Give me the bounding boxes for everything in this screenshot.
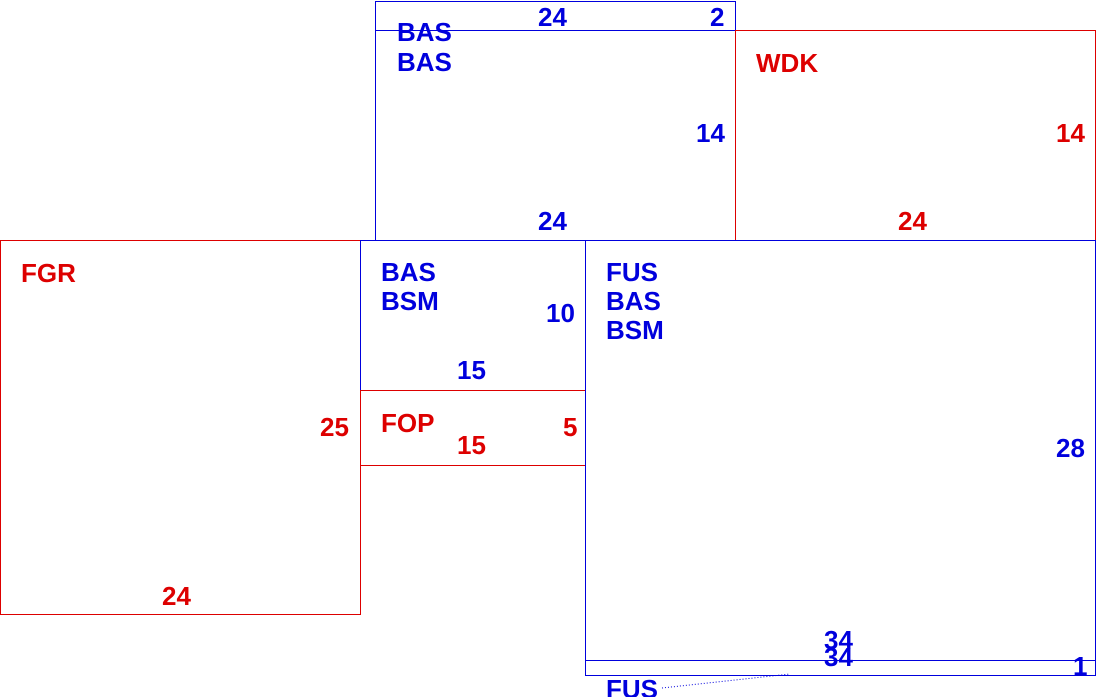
block-fus-strip: [585, 660, 1096, 676]
block-fop-height: 5: [563, 412, 578, 442]
block-bas-bsm-height: 10: [546, 298, 575, 328]
block-bas-bsm-label-2: BSM: [381, 286, 439, 316]
block-bas-bas-height: 14: [696, 118, 725, 148]
block-bas-bas-label-1: BAS: [397, 17, 452, 47]
block-bas-bsm-label-1: BAS: [381, 257, 436, 287]
block-fgr-label: FGR: [21, 258, 76, 288]
block-bas-bsm-width: 15: [457, 355, 486, 385]
block-fus-strip-width: 34: [824, 642, 853, 672]
block-bas-top-strip-height: 2: [710, 2, 725, 32]
block-fus-bas-bsm-label-2: BAS: [606, 286, 661, 316]
block-wdk-height: 14: [1056, 118, 1085, 148]
block-fgr-width: 24: [162, 581, 191, 611]
block-fus-bas-bsm-label-1: FUS: [606, 257, 658, 287]
block-bas-top-strip-width: 24: [538, 2, 567, 32]
block-fop-width: 15: [457, 430, 486, 460]
block-fus-bas-bsm-height: 28: [1056, 433, 1085, 463]
block-fgr-height: 25: [320, 412, 349, 442]
block-fgr: [0, 240, 361, 615]
block-fus-bas-bsm-label-3: BSM: [606, 315, 664, 345]
block-fus-bas-bsm-width: 34: [824, 625, 853, 655]
block-wdk-label: WDK: [756, 48, 819, 78]
block-bas-bas-label-2: BAS: [397, 47, 452, 77]
fus-strip-callout-label: FUS: [606, 674, 658, 697]
block-fus-strip-height: 1: [1073, 651, 1088, 681]
block-wdk-width: 24: [898, 206, 927, 236]
block-bas-bas-width: 24: [538, 206, 567, 236]
block-fus-bas-bsm: [585, 240, 1096, 661]
block-fop-label: FOP: [381, 408, 435, 438]
